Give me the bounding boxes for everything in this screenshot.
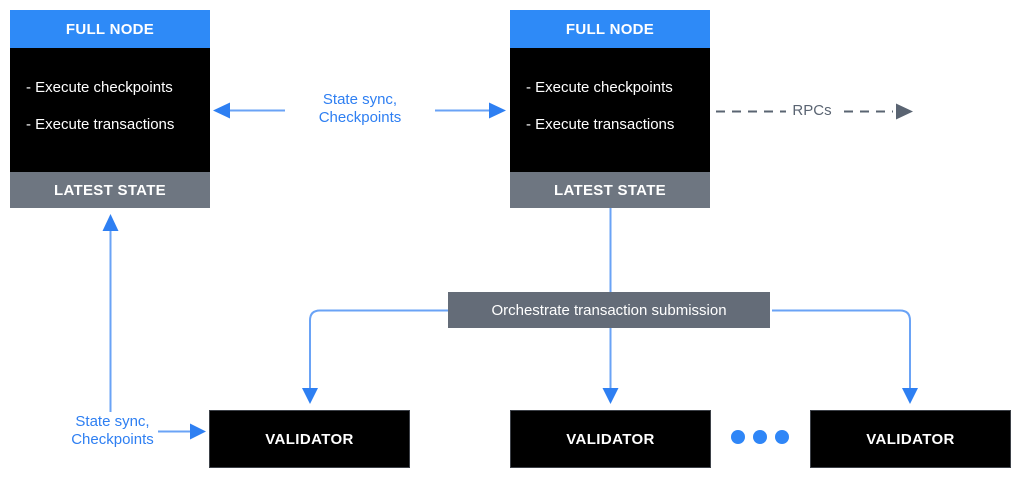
full-node-body-line: - Execute checkpoints xyxy=(526,79,673,96)
state-sync-label: State sync, Checkpoints xyxy=(285,91,435,127)
orchestrate-box: Orchestrate transaction submission xyxy=(448,292,770,328)
validator-box: VALIDATOR xyxy=(510,410,711,468)
full-node-box-left: FULL NODE - Execute checkpoints - Execut… xyxy=(10,10,210,208)
full-node-header: FULL NODE xyxy=(10,10,210,48)
full-node-header: FULL NODE xyxy=(510,10,710,48)
full-node-box-right: FULL NODE - Execute checkpoints - Execut… xyxy=(510,10,710,208)
ellipsis-dots xyxy=(731,430,789,444)
state-sync-label-line2: Checkpoints xyxy=(318,109,402,126)
latest-state-footer: LATEST STATE xyxy=(10,172,210,208)
full-node-body-line: - Execute transactions xyxy=(26,116,175,133)
validator-sync-label-line1: State sync, xyxy=(75,413,150,430)
validator-sync-label-line2: Checkpoints xyxy=(71,431,154,448)
orchestrate-left-arrow xyxy=(302,309,448,404)
orchestrate-right-arrow xyxy=(772,309,918,404)
validator-box: VALIDATOR xyxy=(209,410,410,468)
latest-state-footer: LATEST STATE xyxy=(510,172,710,208)
state-sync-label-line1: State sync, xyxy=(322,91,398,108)
validator-sync-label: State sync, Checkpoints xyxy=(45,413,180,449)
latest-state-up-arrow xyxy=(102,214,119,412)
full-node-body: - Execute checkpoints - Execute transact… xyxy=(10,48,210,172)
full-node-body: - Execute checkpoints - Execute transact… xyxy=(510,48,710,172)
validator-box: VALIDATOR xyxy=(810,410,1011,468)
full-node-body-line: - Execute transactions xyxy=(526,116,675,133)
rpc-label: RPCs xyxy=(786,102,838,120)
full-node-body-line: - Execute checkpoints xyxy=(26,79,173,96)
validator-sync-arrow xyxy=(158,423,206,440)
